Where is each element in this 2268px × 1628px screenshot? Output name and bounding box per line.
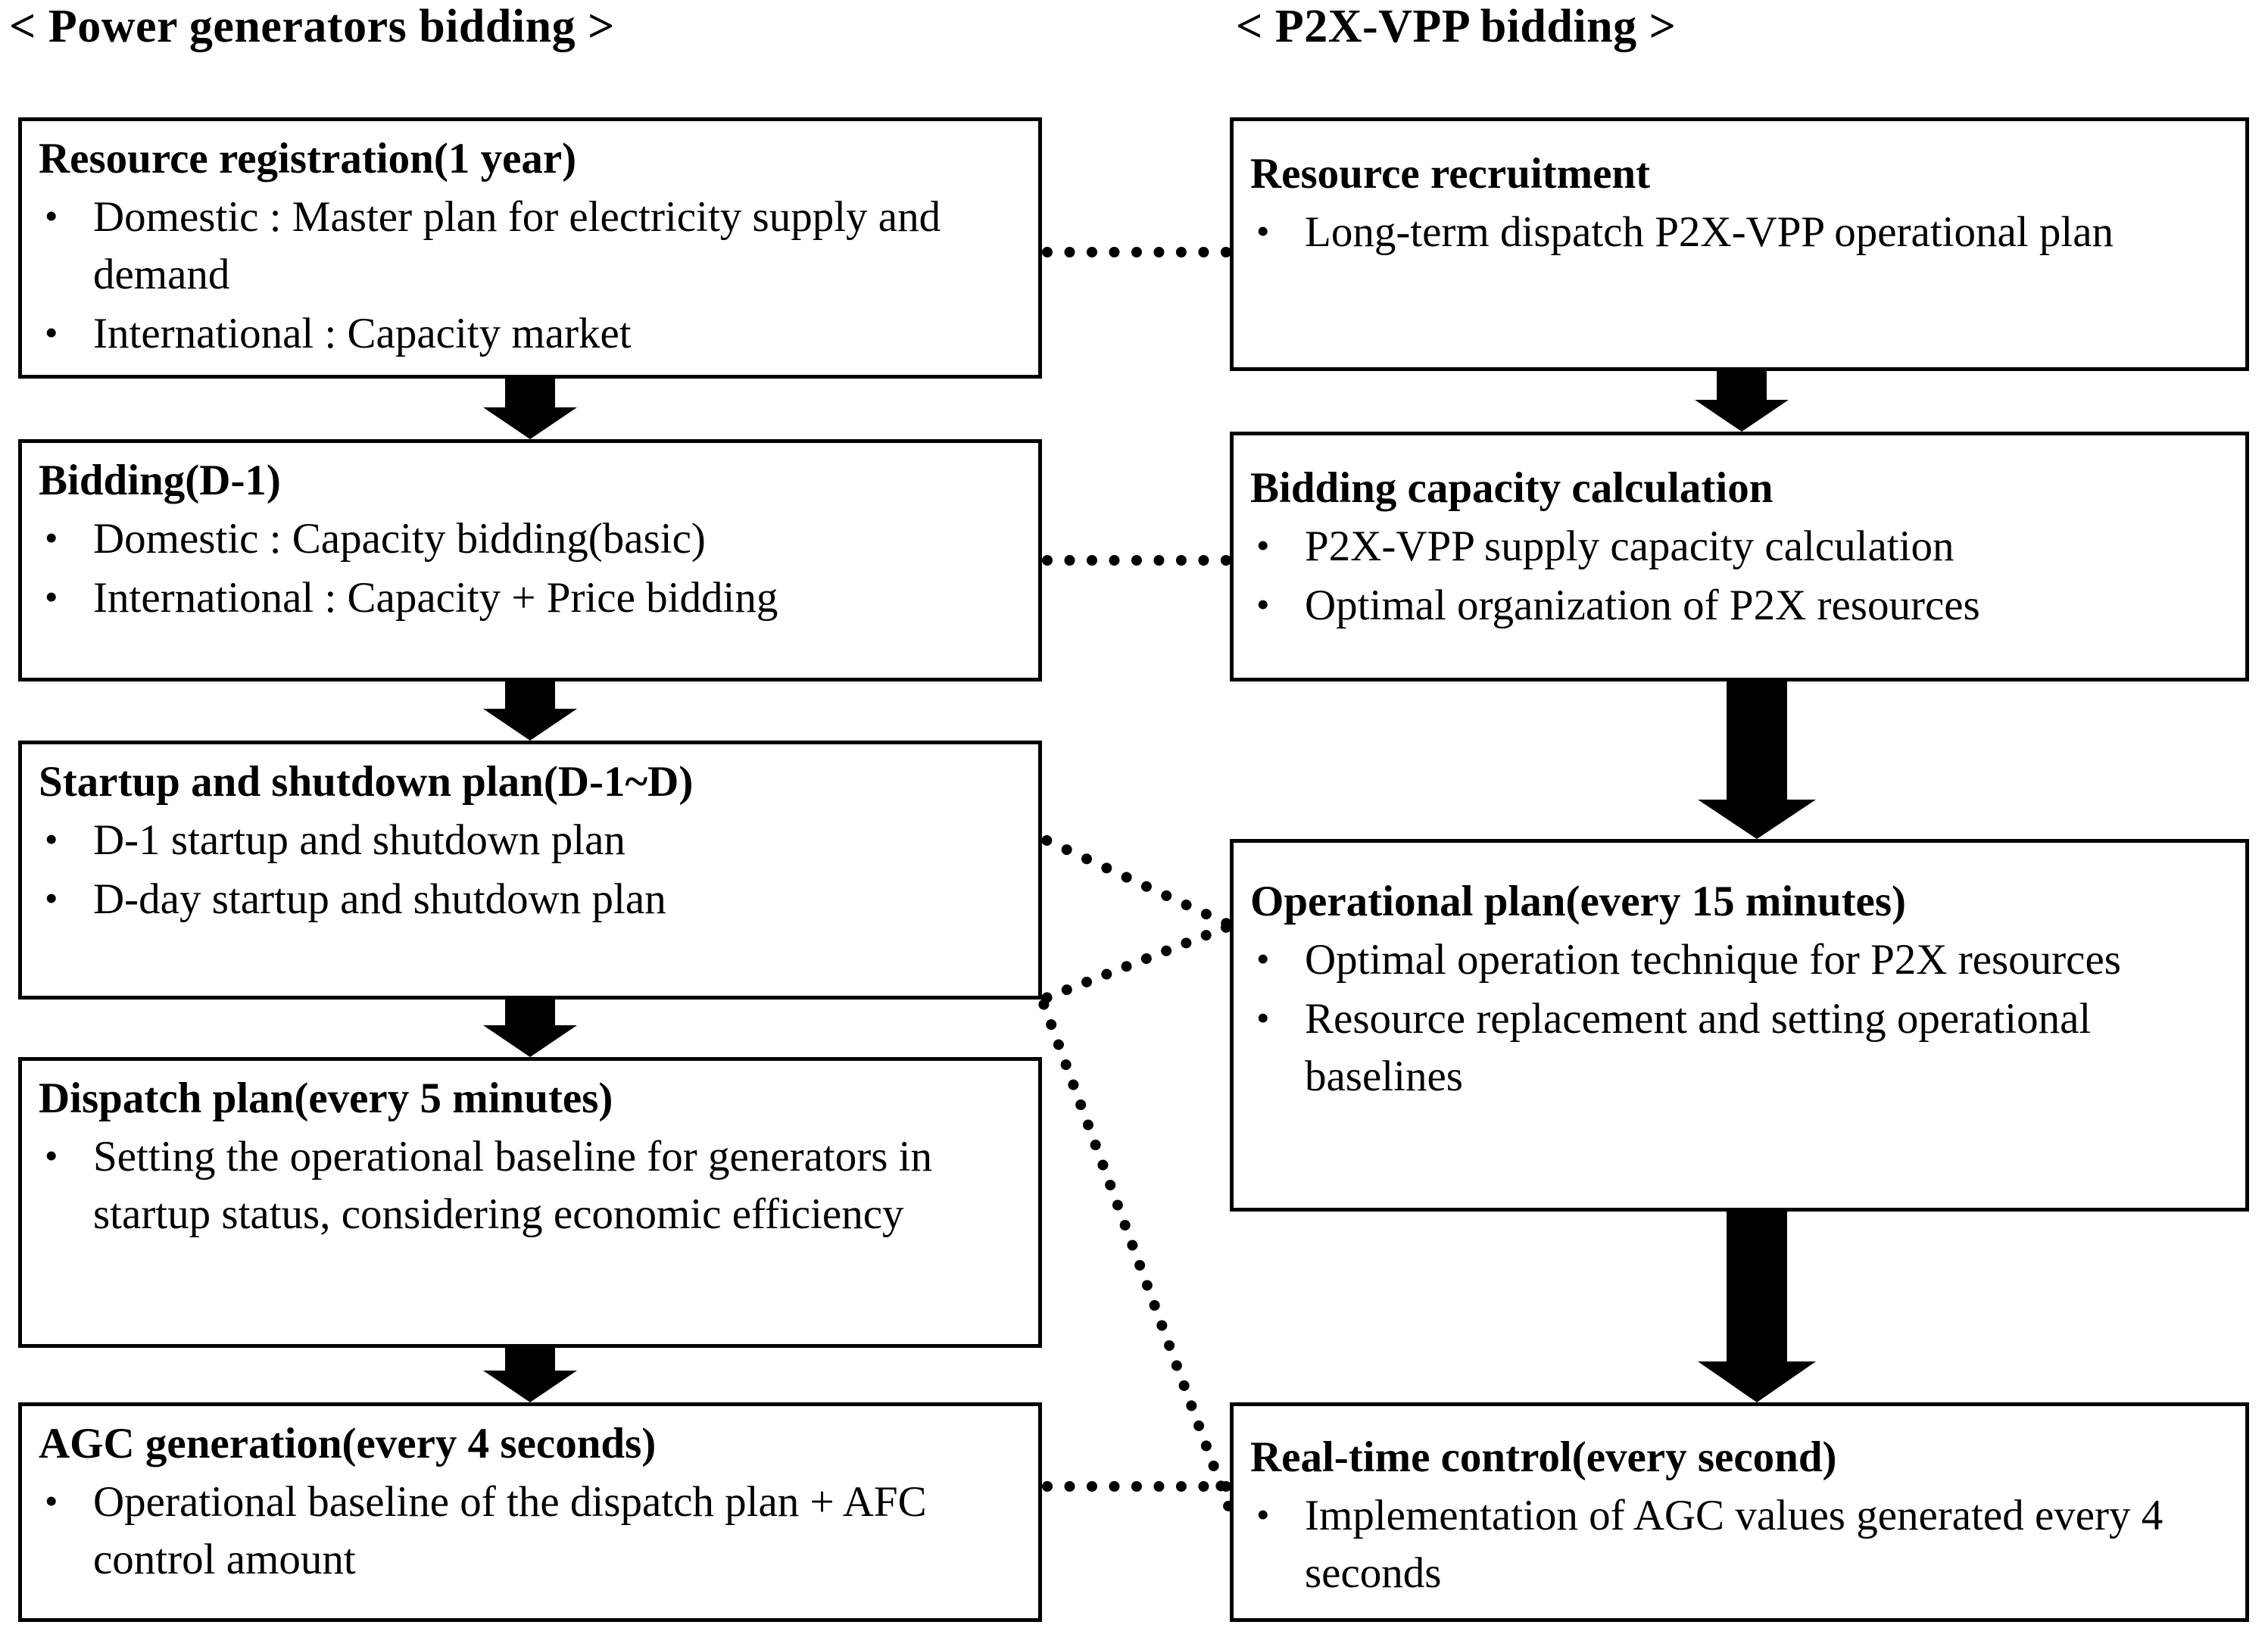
dotted-link-dispatch-to-real-time-control — [1037, 997, 1236, 1514]
process-box-resource-registration[interactable]: Resource registration(1 year) • Domestic… — [18, 117, 1042, 379]
bullet-list: • Domestic : Master plan for electricity… — [39, 189, 1022, 362]
dotted-link-bidding-to-capacity — [1042, 555, 1231, 566]
box-title: Real-time control(every second) — [1250, 1433, 1837, 1481]
list-item: • International : Capacity market — [39, 305, 1022, 363]
box-title: Operational plan(every 15 minutes) — [1250, 878, 1907, 925]
list-item-text: Operational baseline of the dispatch pla… — [93, 1477, 927, 1583]
list-item-text: D-1 startup and shutdown plan — [93, 816, 625, 864]
list-item: • Resource replacement and setting opera… — [1250, 990, 2229, 1106]
process-box-operational-plan[interactable]: Operational plan(every 15 minutes) • Opt… — [1230, 839, 2249, 1212]
process-box-startup-shutdown-plan[interactable]: Startup and shutdown plan(D-1~D) • D-1 s… — [18, 741, 1042, 1000]
process-box-dispatch-plan[interactable]: Dispatch plan(every 5 minutes) • Setting… — [18, 1057, 1042, 1348]
flow-arrow-down-icon — [454, 379, 606, 439]
bullet-list: • Domestic : Capacity bidding(basic) • I… — [39, 510, 1022, 627]
list-item: • Operational baseline of the dispatch p… — [39, 1474, 1022, 1589]
dotted-link-dispatch-to-operational-plan — [1040, 920, 1234, 1005]
column-header-power-generators: < Power generators bidding > — [9, 1, 615, 52]
process-box-agc-generation[interactable]: AGC generation(every 4 seconds) • Operat… — [18, 1402, 1042, 1622]
list-item: • International : Capacity + Price biddi… — [39, 569, 1022, 627]
bullet-icon: • — [45, 516, 58, 559]
flow-arrow-down-icon — [1666, 681, 1848, 839]
bullet-icon: • — [1256, 937, 1270, 980]
bullet-icon: • — [45, 1134, 58, 1177]
list-item: • Long-term dispatch P2X-VPP operational… — [1250, 204, 2229, 261]
column-header-p2x-vpp: < P2X-VPP bidding > — [1236, 1, 1677, 52]
box-title: Resource recruitment — [1250, 150, 1651, 198]
list-item-text: International : Capacity market — [93, 309, 632, 357]
flow-arrow-down-icon — [454, 1000, 606, 1057]
list-item-text: Setting the operational baseline for gen… — [93, 1132, 932, 1238]
list-item: • Optimal operation technique for P2X re… — [1250, 931, 2229, 989]
bullet-icon: • — [45, 575, 58, 618]
bullet-icon: • — [1256, 209, 1270, 252]
list-item-text: Long-term dispatch P2X-VPP operational p… — [1305, 207, 2114, 256]
box-title: Bidding capacity calculation — [1250, 464, 1774, 512]
bullet-list: • D-1 startup and shutdown plan • D-day … — [39, 812, 1022, 928]
flow-arrow-down-icon — [454, 1348, 606, 1402]
bullet-list: • Setting the operational baseline for g… — [39, 1128, 1022, 1243]
flow-arrow-down-icon — [1666, 371, 1817, 432]
flow-arrow-down-icon — [454, 681, 606, 741]
box-title: Startup and shutdown plan(D-1~D) — [39, 758, 694, 806]
bullet-list: • Long-term dispatch P2X-VPP operational… — [1250, 204, 2229, 261]
bullet-icon: • — [45, 817, 58, 860]
bullet-list: • Implementation of AGC values generated… — [1250, 1487, 2229, 1602]
list-item-text: Optimal organization of P2X resources — [1305, 581, 1980, 629]
list-item: • Implementation of AGC values generated… — [1250, 1487, 2229, 1602]
list-item-text: P2X-VPP supply capacity calculation — [1305, 522, 1954, 570]
list-item-text: Resource replacement and setting operati… — [1305, 994, 2092, 1100]
process-box-bidding-capacity-calculation[interactable]: Bidding capacity calculation • P2X-VPP s… — [1230, 432, 2249, 681]
list-item-text: International : Capacity + Price bidding — [93, 573, 778, 622]
process-box-bidding[interactable]: Bidding(D-1) • Domestic : Capacity biddi… — [18, 439, 1042, 681]
bullet-icon: • — [1256, 523, 1270, 566]
process-box-resource-recruitment[interactable]: Resource recruitment • Long-term dispatc… — [1230, 117, 2249, 371]
bullet-icon: • — [1256, 582, 1270, 625]
box-title: Resource registration(1 year) — [39, 135, 577, 182]
bullet-list: • Optimal operation technique for P2X re… — [1250, 931, 2229, 1105]
bullet-list: • Operational baseline of the dispatch p… — [39, 1474, 1022, 1589]
bullet-icon: • — [45, 194, 58, 237]
list-item-text: D-day startup and shutdown plan — [93, 875, 666, 923]
list-item-text: Domestic : Capacity bidding(basic) — [93, 514, 706, 563]
list-item-text: Optimal operation technique for P2X reso… — [1305, 935, 2121, 984]
list-item: • Optimal organization of P2X resources — [1250, 577, 2229, 635]
dotted-link-startup-to-operational-plan — [1040, 833, 1234, 931]
box-title: AGC generation(every 4 seconds) — [39, 1420, 657, 1467]
process-box-real-time-control[interactable]: Real-time control(every second) • Implem… — [1230, 1402, 2249, 1622]
dotted-link-agc-to-real-time-control — [1042, 1481, 1231, 1492]
bullet-icon: • — [45, 1479, 58, 1522]
list-item-text: Domestic : Master plan for electricity s… — [93, 192, 941, 298]
box-title: Dispatch plan(every 5 minutes) — [39, 1074, 613, 1122]
list-item: • Setting the operational baseline for g… — [39, 1128, 1022, 1243]
list-item: • Domestic : Capacity bidding(basic) — [39, 510, 1022, 568]
flow-arrow-down-icon — [1666, 1212, 1848, 1402]
list-item: • Domestic : Master plan for electricity… — [39, 189, 1022, 304]
list-item: • P2X-VPP supply capacity calculation — [1250, 518, 2229, 575]
bullet-icon: • — [1256, 1492, 1270, 1536]
dotted-link-registration-to-recruitment — [1042, 247, 1231, 257]
bullet-icon: • — [1256, 996, 1270, 1039]
list-item: • D-1 startup and shutdown plan — [39, 812, 1022, 869]
bullet-icon: • — [45, 310, 58, 354]
list-item-text: Implementation of AGC values generated e… — [1305, 1491, 2163, 1597]
bullet-icon: • — [45, 876, 58, 919]
box-title: Bidding(D-1) — [39, 457, 281, 504]
list-item: • D-day startup and shutdown plan — [39, 871, 1022, 928]
bullet-list: • P2X-VPP supply capacity calculation • … — [1250, 518, 2229, 635]
